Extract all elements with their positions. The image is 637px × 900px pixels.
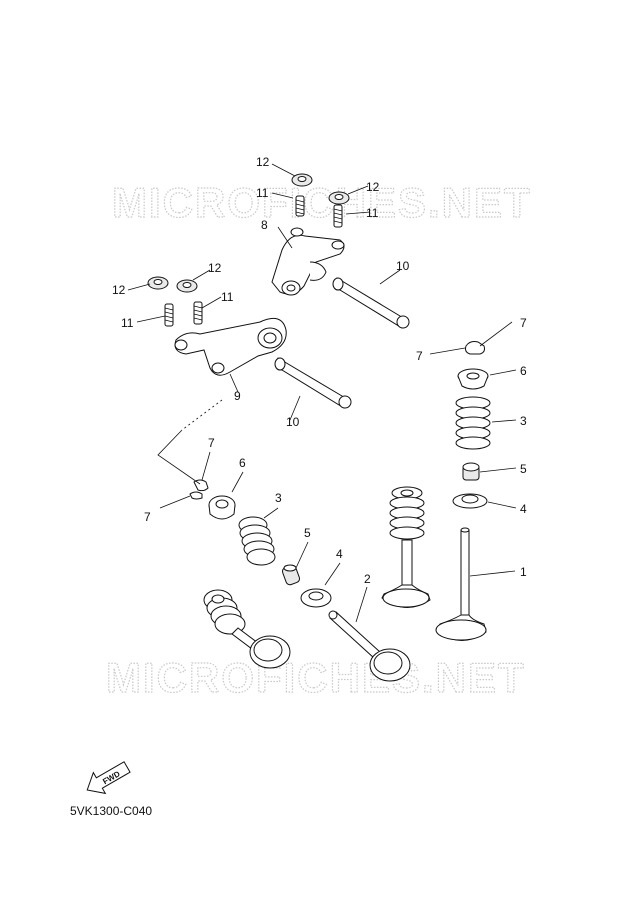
callout-2: 2: [364, 572, 371, 586]
adjusting-screw-lower-right: [193, 301, 203, 325]
rocker-arm-upper: [271, 227, 345, 296]
callout-10: 10: [396, 259, 410, 273]
watermark-bottom: MICROFICHES.NET: [106, 654, 526, 701]
callout-12: 12: [112, 283, 126, 297]
spring-seat-right: [452, 493, 488, 509]
rocker-shaft-upper: [332, 277, 410, 329]
valve-assembly-center: [381, 486, 431, 608]
callout-10: 10: [286, 415, 300, 429]
locknut-lower-left: [147, 276, 169, 290]
callout-11: 11: [366, 206, 379, 220]
callout-6: 6: [520, 364, 527, 378]
spring-seat-left: [300, 588, 332, 608]
callout-labels: 12 11 8 12 11 10 12 12 11 11 9 10 7 7 6 …: [112, 155, 527, 586]
valve-intake: [435, 527, 487, 641]
valve-stem-seal-right: [462, 462, 480, 481]
callout-5: 5: [520, 462, 527, 476]
callout-1: 1: [520, 565, 527, 579]
rocker-shaft-lower: [274, 357, 352, 409]
callout-12: 12: [256, 155, 270, 169]
callout-11: 11: [221, 290, 234, 304]
spring-retainer-left: [208, 495, 236, 520]
valve-cotter-right: [465, 341, 485, 355]
adjusting-screw-upper-right: [333, 204, 343, 228]
watermark-top: MICROFICHES.NET: [112, 179, 532, 226]
valve-assembly-left: [203, 589, 291, 669]
callout-7: 7: [208, 436, 215, 450]
valve-spring-left: [238, 516, 276, 566]
adjusting-screw-lower-left: [164, 303, 174, 327]
valve-exhaust: [328, 610, 411, 682]
callout-12: 12: [366, 180, 380, 194]
callout-7: 7: [520, 316, 527, 330]
locknut-upper-right: [328, 191, 350, 205]
locknut-lower-right: [176, 279, 198, 293]
callout-4: 4: [336, 547, 343, 561]
callout-4: 4: [520, 502, 527, 516]
callout-9: 9: [234, 389, 241, 403]
callout-5: 5: [304, 526, 311, 540]
spring-retainer-right: [457, 368, 489, 390]
callout-12: 12: [208, 261, 222, 275]
fwd-arrow-icon: FWD: [86, 761, 131, 795]
adjusting-screw-upper-left: [295, 195, 305, 217]
diagram-code: 5VK1300-C040: [70, 804, 153, 818]
callout-6: 6: [239, 456, 246, 470]
callout-3: 3: [275, 491, 282, 505]
callout-3: 3: [520, 414, 527, 428]
callout-8: 8: [261, 218, 268, 232]
locknut-upper-left: [291, 173, 313, 187]
valve-spring-right: [455, 396, 491, 450]
callout-7: 7: [144, 510, 151, 524]
callout-11: 11: [121, 316, 134, 330]
callout-7: 7: [416, 349, 423, 363]
callout-11: 11: [256, 186, 269, 200]
rocker-arm-lower: [174, 317, 287, 376]
leader-lines: [127, 163, 517, 623]
valve-stem-seal-left: [281, 564, 301, 586]
